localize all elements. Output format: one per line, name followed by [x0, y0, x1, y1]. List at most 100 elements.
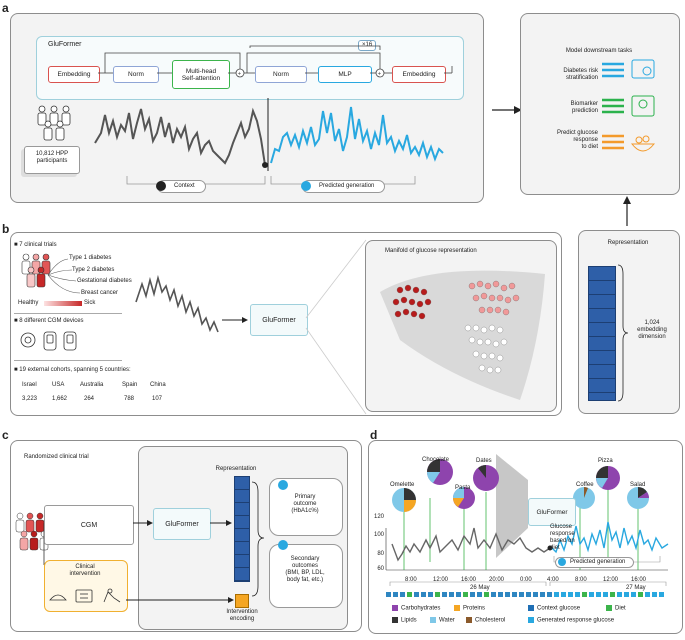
time-0400: 4:00	[547, 577, 559, 583]
pie-salad	[627, 487, 649, 509]
legend-text-lipids: Lipids	[401, 617, 417, 624]
devices-text: 8 different CGM devices	[19, 318, 84, 324]
norm-block-2: Norm	[255, 66, 307, 83]
legend-swatch-cholesterol	[466, 617, 472, 623]
plus-sign-1: +	[238, 72, 242, 78]
count-israel: 3,223	[22, 396, 38, 402]
legend-text-generated: Generated response glucose	[537, 617, 615, 624]
arrow-to-gluformer-b	[222, 317, 248, 323]
legend-text-diet: Diet	[615, 605, 626, 612]
legend-diet: Diet	[606, 605, 626, 612]
arrow-intervention-to-encoding	[126, 597, 234, 603]
predicted-label: Predicted generation	[319, 183, 375, 189]
severity-gradient	[44, 301, 82, 306]
glucose-diet-chart	[385, 454, 669, 597]
pie-omelette	[392, 488, 416, 512]
count-australia: 264	[84, 396, 95, 402]
time-0800-a: 8:00	[405, 577, 417, 583]
predicted-pill: Predicted generation	[301, 180, 386, 193]
count-spain: 788	[124, 396, 135, 402]
representation-title: Representation	[607, 240, 649, 246]
divider-b1	[14, 313, 122, 314]
cgm-device-icons	[20, 331, 77, 351]
trial-people-icon	[21, 253, 51, 288]
count-china: 107	[152, 396, 163, 402]
time-0000: 0:00	[520, 577, 532, 583]
participants-label: 10,812 HPP participants	[24, 146, 80, 174]
downstream-panel	[520, 13, 680, 195]
trials-text: 7 clinical trials	[19, 242, 57, 248]
representation-c-cells	[235, 477, 249, 581]
arrow-up-to-downstream	[623, 196, 631, 226]
glucose-trace	[94, 98, 444, 171]
y-tick-60: 60	[377, 566, 384, 572]
intervention-box	[44, 560, 128, 612]
legend-swatch-lipids	[392, 617, 398, 623]
panel-letter-c: c	[2, 428, 9, 442]
food-dates: Dates	[476, 458, 492, 464]
legend-context-glucose: Context glucose	[528, 605, 580, 612]
trial-title: Randomized clinical trial	[24, 454, 89, 460]
condition-branches	[47, 258, 81, 294]
intervention-label: Clinical intervention	[69, 564, 101, 577]
legend-proteins: Proteins	[454, 605, 485, 612]
food-pies	[392, 459, 649, 512]
legend-text-carbs: Carbohydrates	[401, 605, 441, 612]
condition-t2d: Type 2 diabetes	[72, 267, 115, 273]
country-spain: Spain	[122, 382, 138, 388]
time-1600-a: 16:00	[461, 577, 477, 583]
gluformer-d: GluFormer	[528, 498, 576, 526]
context-icon	[156, 181, 166, 191]
context-label: Context	[174, 183, 195, 189]
legend-generated-glucose: Generated response glucose	[528, 617, 614, 624]
panel-letter-b: b	[2, 222, 10, 236]
cgm-box: CGM	[44, 505, 134, 545]
gluformer-arch-title: GluFormer	[48, 41, 82, 48]
context-pill: Context	[156, 180, 206, 193]
country-australia: Australia	[80, 382, 104, 388]
legend-text-cholesterol: Cholesterol	[475, 617, 506, 624]
time-1200-a: 12:00	[433, 577, 449, 583]
arrow-model-to-rep	[210, 520, 232, 526]
panel-d-frame	[368, 440, 683, 634]
representation-c-vector	[234, 476, 250, 582]
legend-swatch-diet	[606, 605, 612, 611]
gluformer-b: GluFormer	[250, 304, 308, 336]
condition-gestational: Gestational diabetes	[77, 278, 132, 284]
legend-text-water: Water	[439, 617, 455, 624]
secondary-outcome-icon	[278, 540, 288, 550]
secondary-outcome-label: Secondary outcomes (BMI, BP, LDL, body f…	[285, 556, 325, 583]
embedding-bracket	[617, 264, 629, 402]
food-pizza: Pizza	[598, 458, 613, 464]
task-biomarker: Biomarker prediction	[570, 101, 598, 114]
time-1600-b: 16:00	[631, 577, 647, 583]
plus-sign-2: +	[378, 72, 382, 78]
legend-swatch-context	[528, 605, 534, 611]
embedding-block-out: Embedding	[392, 66, 446, 83]
pie-pasta	[453, 487, 475, 509]
intervention-encoding-label: Intervention encoding	[226, 609, 258, 622]
food-coffee: Coffee	[576, 482, 594, 488]
legend-swatch-carbs	[392, 605, 398, 611]
cohorts-label: ■ 19 external cohorts, spanning 5 countr…	[14, 367, 131, 373]
predicted-icon-d	[558, 558, 566, 566]
pie-coffee	[573, 487, 595, 509]
legend-carbohydrates: Carbohydrates	[392, 605, 440, 612]
legend-lipids: Lipids	[392, 617, 417, 624]
predicted-icon	[301, 181, 311, 191]
panel-letter-d: d	[370, 428, 378, 442]
country-usa: USA	[52, 382, 65, 388]
primary-outcome-label: Primary outcome (HbA1c%)	[291, 494, 319, 514]
country-israel: Israel	[22, 382, 37, 388]
pie-chocolate	[426, 459, 453, 485]
food-salad: Salad	[630, 482, 646, 488]
primary-outcome-icon	[278, 480, 288, 490]
y-tick-120: 120	[373, 514, 384, 520]
panel-letter-a: a	[2, 1, 9, 15]
time-1200-b: 12:00	[603, 577, 619, 583]
norm-block-1: Norm	[113, 66, 159, 83]
attention-block: Multi-head Self-attention	[172, 60, 230, 89]
legend-text-proteins: Proteins	[463, 605, 486, 612]
intervention-encoding-cell	[235, 594, 249, 608]
